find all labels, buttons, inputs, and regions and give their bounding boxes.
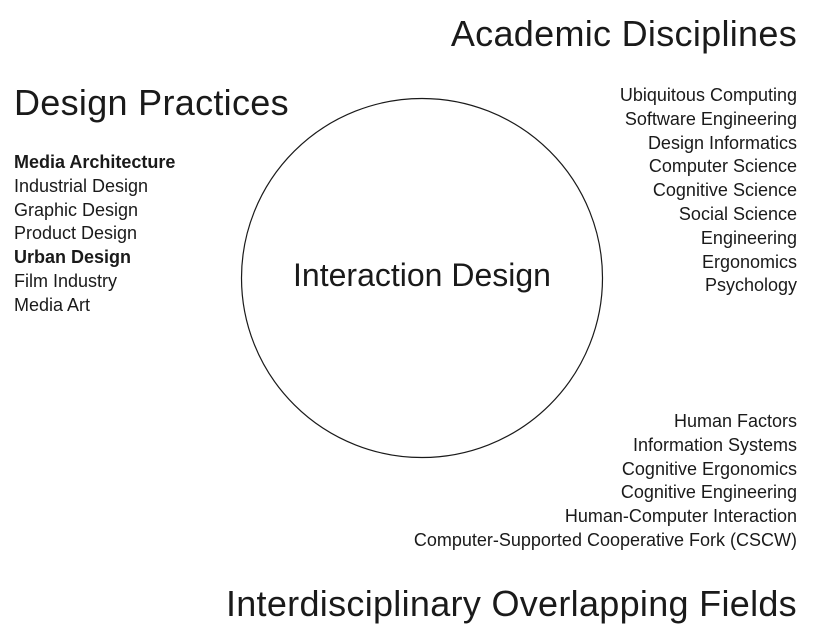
academic-item-software-engineering: Software Engineering [624,108,797,129]
academic-item-social-science: Social Science [678,203,797,224]
overlap-item-cognitive-engineering: Cognitive Engineering [620,482,797,503]
overlapping-fields-heading: Interdisciplinary Overlapping Fields [225,583,797,624]
design-item-film-industry: Film Industry [14,270,118,291]
design-item-industrial-design: Industrial Design [14,175,149,196]
overlap-item-computer-supported-cooperative-fork-cscw: Computer-Supported Cooperative Fork (CSC… [413,529,797,550]
center-label: Interaction Design [293,257,551,293]
overlap-item-cognitive-ergonomics: Cognitive Ergonomics [621,458,797,479]
academic-item-cognitive-science: Cognitive Science [652,180,797,201]
design-item-graphic-design: Graphic Design [14,199,139,220]
overlap-item-human-computer-interaction: Human-Computer Interaction [564,506,797,527]
academic-item-ergonomics: Ergonomics [701,251,797,272]
design-item-urban-design: Urban Design [14,247,132,268]
academic-item-computer-science: Computer Science [648,156,797,177]
academic-disciplines-heading: Academic Disciplines [450,13,797,54]
circle-shape [240,97,604,459]
circle-outline [240,97,604,459]
academic-item-engineering: Engineering [700,227,797,248]
academic-item-psychology: Psychology [704,275,797,296]
overlap-item-information-systems: Information Systems [632,434,797,455]
design-item-media-architecture: Media Architecture [14,152,176,172]
academic-item-design-informatics: Design Informatics [647,132,797,153]
academic-item-ubiquitous-computing: Ubiquitous Computing [619,85,797,105]
overlap-item-human-factors: Human Factors [673,411,797,431]
interaction-design-circle: Interaction Design [240,97,604,459]
design-practices-heading: Design Practices [14,82,289,123]
design-item-product-design: Product Design [14,223,138,244]
design-item-media-art: Media Art [14,294,91,315]
